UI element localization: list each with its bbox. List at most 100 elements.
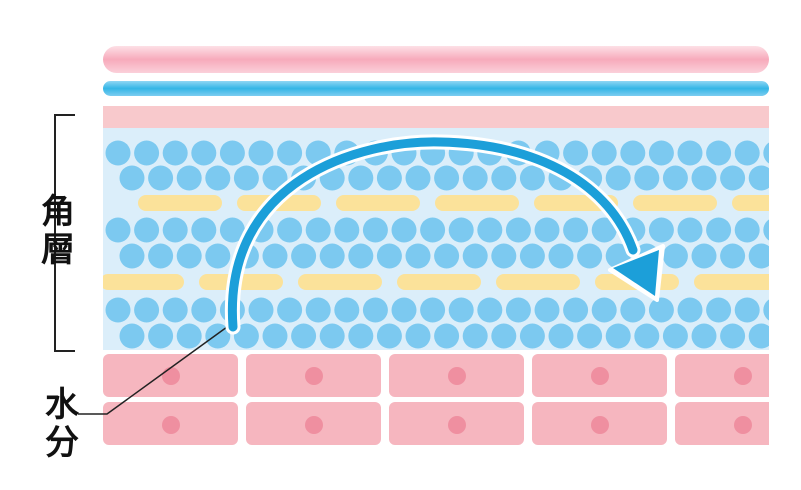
corneocyte-cell	[148, 243, 174, 269]
corneocyte-cell	[720, 165, 746, 191]
corneocyte-cell	[706, 217, 732, 243]
base-cell	[675, 354, 769, 397]
corneocyte-cell	[405, 323, 431, 349]
corneocyte-cell	[677, 140, 703, 166]
corneocyte-cell	[319, 323, 345, 349]
cell-nucleus	[162, 416, 180, 434]
corneocyte-cell	[620, 297, 646, 323]
corneocyte-cell	[348, 243, 374, 269]
corneocyte-cell	[134, 140, 160, 166]
corneocyte-cell	[119, 323, 145, 349]
cell-nucleus	[734, 416, 752, 434]
cell-nucleus	[305, 416, 323, 434]
corneocyte-cell	[233, 165, 259, 191]
stratum-corneum-label: 角 層	[36, 193, 80, 269]
corneocyte-cell	[420, 217, 446, 243]
corneocyte-cell	[548, 243, 574, 269]
corneocyte-cell	[233, 323, 259, 349]
stratum-corneum-label-char-2: 層	[41, 230, 75, 270]
corneocyte-cell	[334, 297, 360, 323]
corneocyte-cell	[662, 165, 688, 191]
corneocyte-cell	[563, 217, 589, 243]
corneocyte-cell	[706, 140, 732, 166]
corneocyte-cell	[577, 323, 603, 349]
corneocyte-cell	[376, 243, 402, 269]
corneocyte-cell	[262, 243, 288, 269]
corneocyte-cell	[248, 297, 274, 323]
lipid-band	[633, 195, 717, 211]
corneocyte-cell	[748, 165, 769, 191]
corneocyte-cell	[176, 323, 202, 349]
corneocyte-cell	[248, 140, 274, 166]
corneocyte-cell	[105, 297, 131, 323]
corneocyte-cell	[505, 297, 531, 323]
corneocyte-cell	[348, 323, 374, 349]
corneocyte-cell	[105, 217, 131, 243]
corneocyte-cell	[176, 165, 202, 191]
corneocyte-cell	[191, 297, 217, 323]
corneocyte-cell	[391, 297, 417, 323]
moisture-label-char-1: 水	[45, 385, 79, 425]
cell-nucleus	[305, 367, 323, 385]
corneocyte-cell	[462, 165, 488, 191]
corneocyte-cell	[291, 243, 317, 269]
corneocyte-cell	[277, 297, 303, 323]
moisture-label-char-2: 分	[45, 423, 79, 463]
corneocyte-cell	[119, 243, 145, 269]
corneocyte-cell	[591, 297, 617, 323]
corneocyte-cell	[677, 217, 703, 243]
corneocyte-cell	[348, 165, 374, 191]
corneocyte-cell	[477, 297, 503, 323]
corneocyte-cell	[362, 217, 388, 243]
corneocyte-cell	[763, 219, 769, 241]
corneocyte-cell	[634, 165, 660, 191]
corneocyte-cell	[491, 165, 517, 191]
lipid-band	[435, 195, 519, 211]
corneocyte-cell	[605, 165, 631, 191]
corneocyte-cell	[505, 217, 531, 243]
corneocyte-cell	[634, 323, 660, 349]
corneocyte-cell	[591, 140, 617, 166]
corneocyte-cell	[176, 243, 202, 269]
corneocyte-cell	[191, 217, 217, 243]
corneocyte-cell	[420, 297, 446, 323]
curved-arrow-icon	[224, 134, 665, 335]
corneocyte-cell	[262, 323, 288, 349]
lipid-band	[694, 274, 769, 290]
horny-layer-surface	[103, 106, 769, 128]
lipid-band	[103, 274, 184, 290]
corneocyte-cell	[291, 323, 317, 349]
lipid-band	[732, 195, 769, 211]
corneocyte-cell	[434, 165, 460, 191]
corneocyte-cell	[620, 140, 646, 166]
lipid-band	[336, 195, 420, 211]
stratum-corneum-label-char-1: 角	[41, 192, 75, 232]
lipid-band	[138, 195, 222, 211]
corneocyte-cell	[677, 297, 703, 323]
corneocyte-cell	[491, 323, 517, 349]
corneocyte-cell	[763, 299, 769, 321]
corneocyte-cell	[162, 217, 188, 243]
cell-nucleus	[591, 416, 609, 434]
corneocyte-cell	[305, 297, 331, 323]
corneocyte-cell	[691, 323, 717, 349]
cell-nucleus	[448, 416, 466, 434]
corneocyte-cell	[648, 217, 674, 243]
corneocyte-cell	[205, 165, 231, 191]
corneocyte-cell	[563, 140, 589, 166]
corneocyte-cell	[134, 297, 160, 323]
corneocyte-cell	[448, 217, 474, 243]
cell-nucleus	[448, 367, 466, 385]
corneocyte-cell	[605, 323, 631, 349]
top-blue-band	[103, 81, 769, 96]
corneocyte-cell	[748, 243, 769, 269]
corneocyte-cell	[162, 297, 188, 323]
moisture-label: 水 分	[40, 386, 84, 462]
corneocyte-cell	[763, 142, 769, 164]
top-pink-band	[103, 46, 769, 73]
corneocyte-cell	[119, 165, 145, 191]
lipid-band	[496, 274, 580, 290]
corneocyte-cell	[148, 165, 174, 191]
corneocyte-cell	[434, 323, 460, 349]
